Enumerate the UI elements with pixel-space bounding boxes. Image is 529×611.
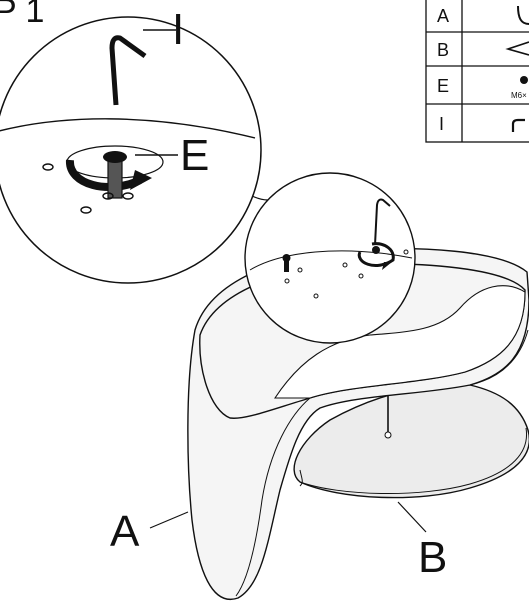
- seat-shell-icon: [517, 5, 529, 25]
- hex-key-icon: [511, 118, 525, 132]
- parts-table-letter-e: E: [437, 76, 449, 96]
- hex-key-large: [109, 35, 147, 106]
- base-plate-icon: [505, 41, 529, 56]
- callout-hex-key: I: [172, 5, 184, 54]
- leader-base-plate: [397, 501, 427, 533]
- base-plate: [293, 383, 529, 499]
- parts-table-letter-a: A: [437, 6, 449, 26]
- base-hole: [384, 431, 392, 439]
- seat-detail-circle: [244, 172, 416, 344]
- step-label: P 1: [0, 0, 44, 30]
- parts-table-letter-i: I: [439, 114, 444, 134]
- parts-table: [425, 0, 529, 143]
- leader-seat-shell: [149, 511, 189, 529]
- rotation-arrow-large: [66, 159, 142, 191]
- zoom-detail-circle: [0, 16, 262, 284]
- small-bolt-left: [284, 258, 289, 272]
- bolt-icon: [520, 76, 528, 84]
- bolt-large: [107, 159, 123, 199]
- callout-base-plate: B: [418, 533, 447, 582]
- callout-bolt: E: [180, 131, 209, 180]
- bolt-size-caption: M6×: [511, 91, 527, 100]
- parts-table-letter-b: B: [437, 40, 449, 60]
- callout-seat-shell: A: [110, 507, 140, 556]
- small-hex-key: [374, 198, 391, 246]
